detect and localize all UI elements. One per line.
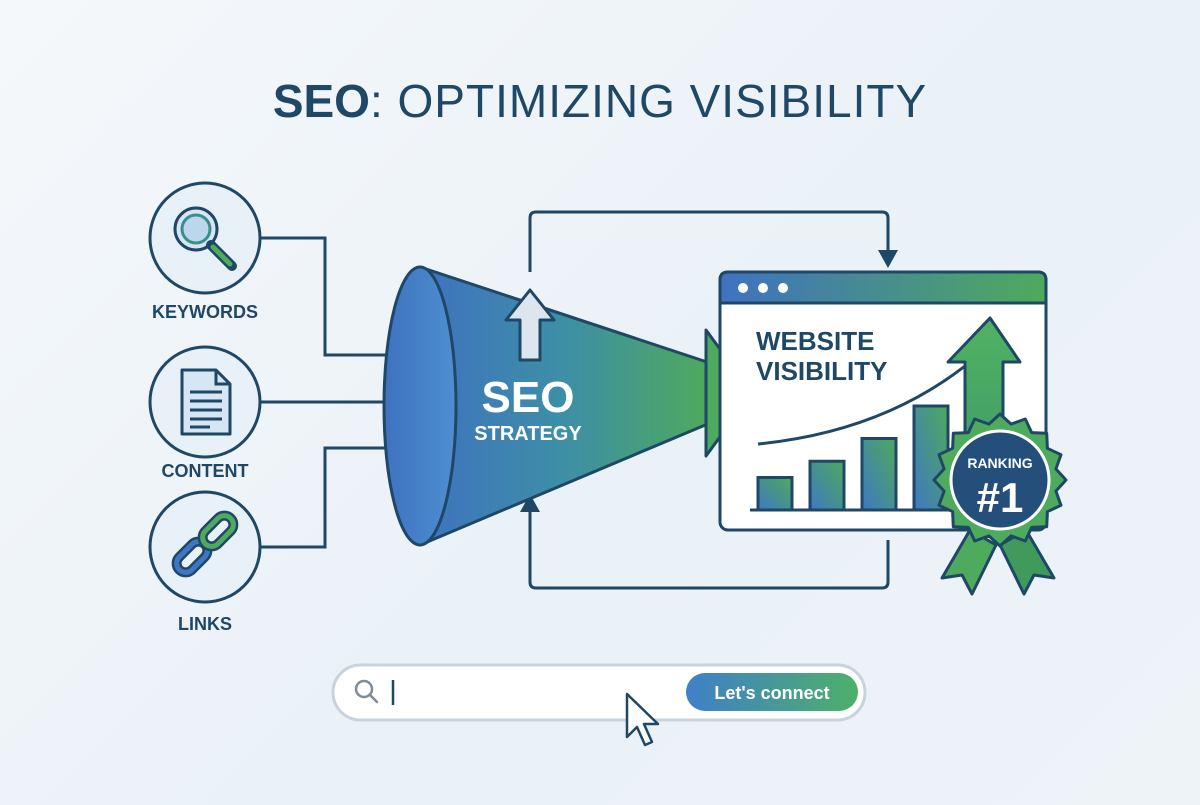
title-bold: SEO [273,75,370,127]
top-feedback-loop [528,210,890,272]
ranking-badge [932,412,1068,596]
funnel-subtitle: STRATEGY [474,423,582,445]
connector-keywords [258,236,400,357]
website-title-line1: WEBSITE [756,326,874,356]
seo-funnel [382,265,754,547]
lets-connect-button[interactable] [686,673,858,711]
window-dot-2 [758,283,768,293]
website-title-line2: VISIBILITY [756,356,887,386]
chain-link-icon [171,510,239,578]
visibility-bar-2 [808,459,846,512]
title-rest: : OPTIMIZING VISIBILITY [370,75,927,127]
window-dot-3 [778,283,788,293]
window-dot-1 [738,283,748,293]
funnel-title: SEO [482,373,575,422]
magnifier-icon [173,206,237,271]
browser-header [718,270,1048,305]
input-label-links: LINKS [178,614,232,634]
funnel-mouth [382,265,458,547]
bottom-feedback-loop [528,510,890,590]
badge-core [949,429,1051,531]
funnel-up-arrow [504,288,556,362]
badge-rank: #1 [977,474,1024,521]
ribbon-left [940,528,998,596]
input-keywords [148,181,262,295]
input-label-content: CONTENT [162,461,249,481]
search-bar: Let's connect [331,663,867,722]
input-label-keywords: KEYWORDS [152,302,258,322]
top-loop-arrowhead [878,250,898,268]
input-links [148,490,262,604]
bottom-loop-arrowhead [520,494,540,512]
input-content [148,345,262,459]
visibility-bar-3 [860,437,898,512]
lets-connect-label: Let's connect [714,683,829,703]
trend-curve [757,364,966,446]
page-title: SEO: OPTIMIZING VISIBILITY [273,75,927,127]
connector-links [258,446,400,549]
mouse-cursor-icon [625,692,660,747]
document-icon [180,368,232,436]
badge-label: RANKING [967,455,1032,471]
visibility-bar-1 [756,476,794,512]
search-icon [354,679,379,704]
input-connectors [258,236,400,549]
